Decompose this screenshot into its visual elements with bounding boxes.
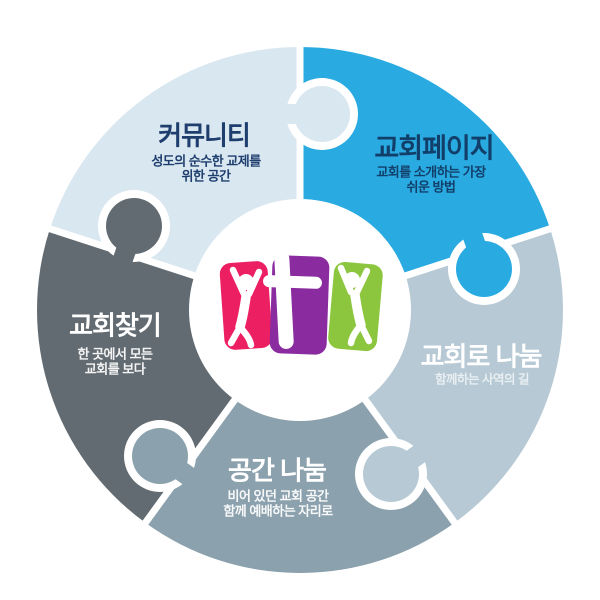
person-icon-head xyxy=(238,274,254,290)
person-icon xyxy=(337,264,373,347)
tab-knob xyxy=(132,428,188,484)
tab-knob xyxy=(294,86,350,142)
church-community-logo xyxy=(219,251,383,355)
puzzle-tabs xyxy=(98,78,520,510)
person-icon-head xyxy=(344,272,360,288)
tab-knob xyxy=(456,241,512,297)
cross-icon xyxy=(263,251,322,349)
tab-knob xyxy=(363,446,419,502)
tab-knob xyxy=(106,198,162,254)
